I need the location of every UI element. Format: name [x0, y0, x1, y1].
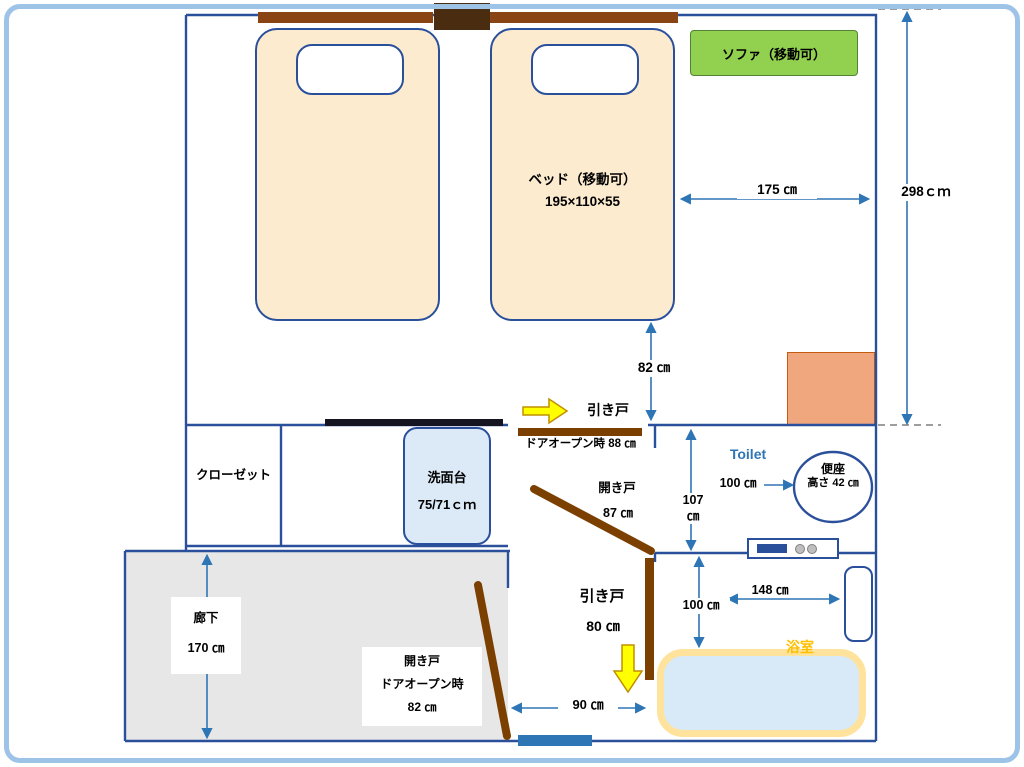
wall-panel [844, 566, 873, 642]
bed-size: 195×110×55 [544, 194, 621, 209]
slide-door-top-panel [518, 428, 642, 436]
toilet-label: Toilet [729, 446, 767, 462]
dim-90-label: 90 ㎝ [558, 697, 618, 714]
bed-label: ベッド（移動可） 195×110×55 [492, 162, 673, 215]
dim-82-label: 82 ㎝ [622, 360, 686, 377]
door-panel-black [325, 419, 503, 426]
corridor-label: 廊下 [193, 611, 219, 625]
hinged-door-bottom-line2: ドアオープン時 [380, 677, 464, 691]
toilet-seat-label: 便座 高さ 42 ㎝ [798, 462, 868, 491]
hinged-door-bottom-line3: 82 ㎝ [407, 700, 437, 714]
hinged-door-mid-size-label: 87 ㎝ [603, 506, 633, 520]
hinged-door-bottom-leaf [474, 581, 511, 740]
washbasin: 洗面台 75/71ｃｍ [403, 427, 491, 545]
bed-title: ベッド（移動可） [528, 172, 637, 187]
hinged-door-bottom-label-box: 開き戸 ドアオープン時 82 ㎝ [362, 647, 482, 726]
nightstand [434, 3, 490, 30]
toilet-seat-line2: 高さ 42 ㎝ [807, 477, 859, 489]
dim-148-label: 148 ㎝ [751, 583, 789, 597]
bathroom-label: 浴室 [786, 639, 814, 655]
yellow-arrow-down-icon [612, 644, 644, 694]
hinged-door-bottom-line1: 開き戸 [403, 654, 440, 668]
bed-right: ベッド（移動可） 195×110×55 [490, 28, 675, 321]
corridor-label-box: 廊下 170 ㎝ [171, 597, 241, 674]
hinged-door-mid-label: 開き戸 [598, 481, 636, 495]
vanity-counter [747, 538, 839, 559]
entrance-door [518, 735, 592, 746]
slide-door-top-label: 引き戸 [587, 402, 629, 418]
washbasin-label: 洗面台 [427, 470, 467, 485]
sofa-label: ソファ（移動可） [721, 46, 826, 62]
dim-298-label: 298ｃｍ [886, 184, 966, 201]
headboard-right [490, 12, 678, 23]
slide-door-bottom-size-label: 80 ㎝ [586, 618, 620, 634]
slide-door-top-open-label: ドアオープン時 88 ㎝ [525, 438, 636, 450]
toilet-seat-line1: 便座 [820, 462, 845, 476]
washbasin-size-label: 75/71ｃｍ [417, 497, 477, 512]
corridor-size-label: 170 ㎝ [187, 640, 225, 655]
dashed-extension-lines [878, 8, 941, 426]
slide-door-bottom-label: 引き戸 [579, 588, 625, 605]
slide-door-bottom-panel [645, 558, 654, 680]
bed-right-pillow [531, 44, 639, 95]
dim-100-bath-label: 100 ㎝ [672, 598, 730, 614]
dim-175-label: 175 ㎝ [737, 182, 817, 199]
hinged-door-mid-leaf [530, 485, 655, 555]
bathtub [657, 649, 866, 737]
headboard-left [258, 12, 433, 23]
bed-left-pillow [296, 44, 404, 95]
closet-label: クローゼット [195, 468, 271, 482]
dim-107-label: 107 ㎝ [674, 493, 712, 525]
dim-100-toilet-label: 100 ㎝ [719, 476, 757, 490]
sofa: ソファ（移動可） [690, 30, 858, 76]
bed-left [255, 28, 440, 321]
yellow-arrow-right-icon [522, 397, 569, 425]
